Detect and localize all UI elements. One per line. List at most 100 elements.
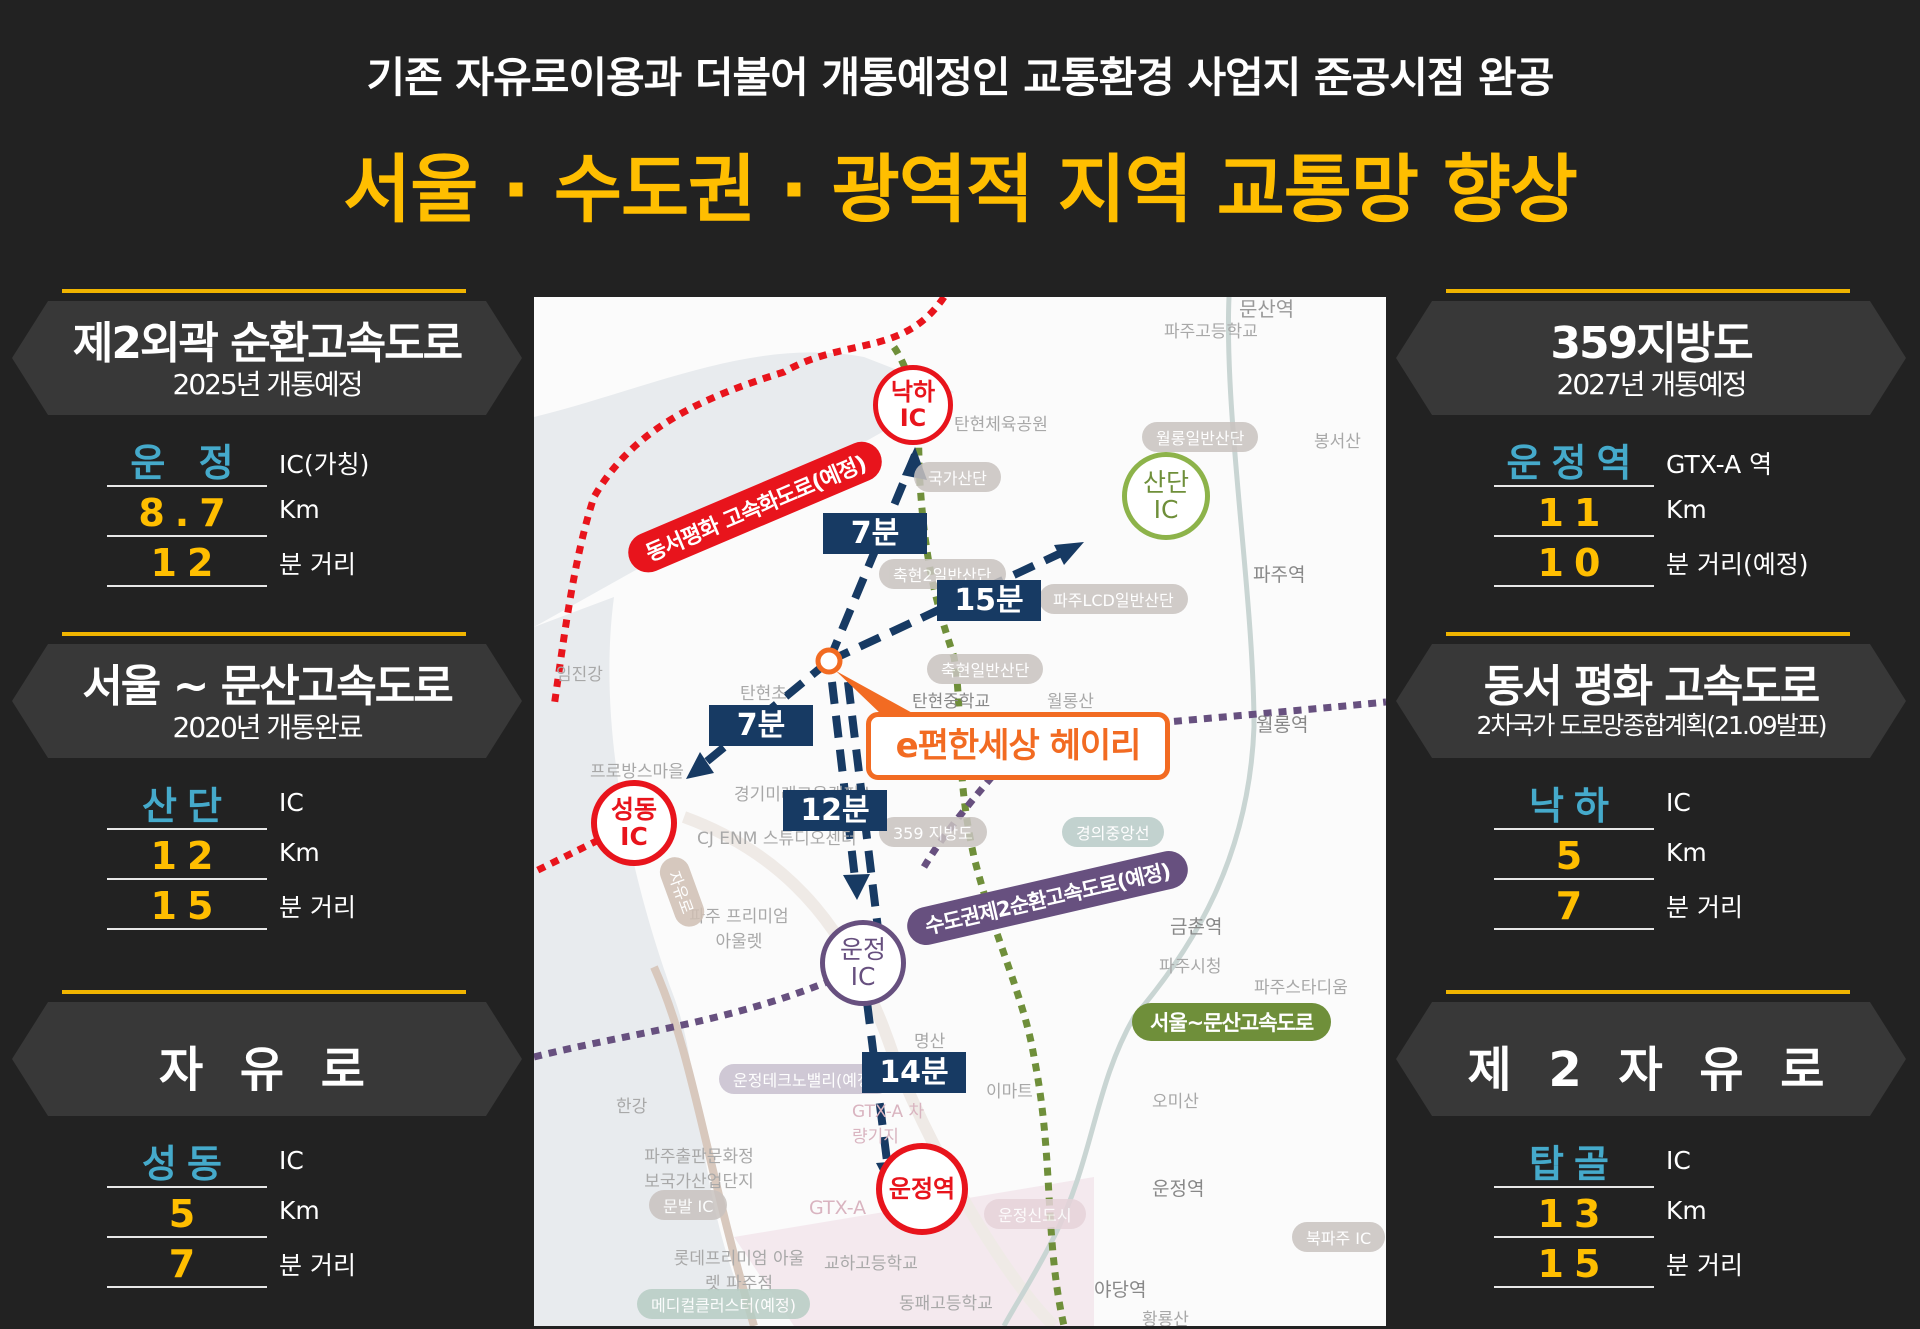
map-label: 황룡산 [1142, 1310, 1189, 1326]
map-label: 탄현체육공원 [954, 415, 1048, 435]
time-value: 7 [1494, 882, 1654, 930]
distance-value: 8.7 [107, 489, 267, 537]
map-label: 프로방스마을 [590, 762, 684, 782]
map-label: 탄현초 [740, 684, 787, 704]
panel-title: 제2외곽 순환고속도로 [72, 318, 463, 369]
ic-name: 성동 [610, 794, 657, 824]
banner-hexagon [12, 644, 522, 758]
map-label: 한강 [616, 1097, 648, 1117]
time-unit: 분 거리(예정) [1666, 550, 1809, 579]
panel-title: 359지방도 [1550, 318, 1753, 369]
map-label: 월롱일반산단 [1142, 422, 1259, 452]
map-label: CJ ENM 스튜디오센터 [697, 829, 857, 849]
map-label: 운정역 [1152, 1178, 1205, 1200]
map-label: 임진강 [556, 665, 603, 685]
map-label: 파주LCD일반산단 [1039, 584, 1188, 614]
ic-suffix: IC [620, 822, 648, 851]
ic-suffix: IC [850, 962, 876, 991]
time-value: 10 [1494, 539, 1654, 587]
time-value: 15 [107, 882, 267, 930]
distance-unit: Km [279, 838, 320, 867]
banner-hexagon [1396, 644, 1906, 758]
travel-time-to-seongdong: 7분 [709, 705, 813, 746]
panel-title: 서울 ~ 문산고속도로 [82, 661, 453, 712]
map-label: 파주시청 [1159, 957, 1222, 977]
panel-title: 동서 평화 고속도로 [1483, 661, 1820, 712]
distance-unit: Km [279, 1196, 320, 1225]
distance-unit: Km [279, 495, 320, 524]
station-unit: GTX-A 역 [1666, 450, 1773, 479]
map-label: 국가산단 [914, 462, 1001, 492]
distance-unit: Km [1666, 838, 1707, 867]
travel-time-to-nakha: 7분 [823, 513, 927, 554]
ic-unit: IC [1666, 788, 1691, 817]
ic-unit: IC(가칭) [279, 450, 370, 479]
map-label: 동패고등학교 [899, 1294, 993, 1314]
map-label: 탄현중학교 [912, 692, 991, 712]
banner-accent-line [1446, 632, 1850, 636]
map-label: 야당역 [1094, 1279, 1147, 1301]
travel-time-to-unjeong-ic: 12분 [783, 790, 887, 831]
ic-marker-seongdong: 성동 IC [591, 780, 677, 866]
panel-subtitle: 2020년 개통완료 [172, 711, 364, 744]
map-label: 문발 IC [649, 1190, 728, 1220]
station-name: 운정역 [1494, 439, 1654, 487]
distance-value: 5 [107, 1190, 267, 1238]
map-label: 봉서산 [1314, 432, 1361, 452]
distance-value: 5 [1494, 832, 1654, 880]
distance-value: 13 [1494, 1190, 1654, 1238]
map-label: 이마트 [986, 1082, 1033, 1102]
road-label-seoul-munsan: 서울~문산고속도로 [1132, 1003, 1332, 1041]
map-label: 파주 프리미엄 아울렛 [689, 907, 789, 952]
time-value: 12 [107, 539, 267, 587]
ic-name: 산단 [107, 782, 267, 830]
distance-value: 11 [1494, 489, 1654, 537]
panel-title: 자 유 로 [159, 1042, 375, 1098]
panel-subtitle: 2차국가 도로망종합계획(21.09발표) [1476, 711, 1828, 740]
ic-name: 성동 [107, 1140, 267, 1188]
banner-accent-line [1446, 289, 1850, 293]
map-label: 경의중앙선 [1062, 817, 1164, 847]
time-unit: 분 거리 [279, 1251, 356, 1280]
ic-unit: IC [1666, 1146, 1691, 1175]
panel-subtitle: 2027년 개통예정 [1556, 368, 1748, 401]
ic-name: 운정 [839, 934, 886, 964]
map-label: GTX-A [809, 1197, 867, 1219]
map-label: GTX-A 차량기지 [852, 1102, 925, 1147]
map-label: 파주출판문화정보국가산업단지 [644, 1147, 754, 1192]
ic-name: 낙하 [890, 377, 936, 406]
map-label: 메디컬클러스터(예정) [637, 1289, 810, 1319]
time-unit: 분 거리 [279, 550, 356, 579]
map-label: 교하고등학교 [824, 1254, 918, 1274]
panel-subtitle: 2025년 개통예정 [172, 368, 364, 401]
page-title: 서울 · 수도권 · 광역적 지역 교통망 향상 [343, 147, 1578, 233]
time-unit: 분 거리 [1666, 1251, 1743, 1280]
ic-suffix: IC [899, 404, 927, 432]
map-label: 북파주 IC [1292, 1222, 1386, 1252]
map-label: 파주고등학교 [1164, 322, 1258, 342]
map-label: 축현일반산단 [927, 654, 1044, 684]
distance-value: 12 [107, 832, 267, 880]
ic-unit: IC [279, 788, 304, 817]
time-unit: 분 거리 [1666, 893, 1743, 922]
ic-marker-nakha: 낙하 IC [873, 365, 953, 445]
ic-name: 탑골 [1494, 1140, 1654, 1188]
map-label: 운정신도시 [984, 1199, 1086, 1229]
map-label: 파주역 [1253, 564, 1306, 586]
banner-hexagon [12, 1002, 522, 1116]
map-label: 롯데프리미엄 아울렛 파주점 [673, 1249, 805, 1294]
map-label: 월롱산 [1047, 692, 1094, 712]
ic-marker-sandan: 산단 IC [1122, 452, 1210, 540]
time-value: 15 [1494, 1240, 1654, 1288]
map-label: 문산역 [1239, 297, 1295, 321]
map-label: 파주스타디움 [1254, 978, 1348, 998]
page-subtitle: 기존 자유로이용과 더불어 개통예정인 교통환경 사업지 준공시점 완공 [366, 53, 1555, 102]
ic-name: 산단 [1142, 467, 1189, 497]
ic-suffix: IC [1153, 495, 1179, 524]
map-label: 명산 [914, 1032, 946, 1052]
